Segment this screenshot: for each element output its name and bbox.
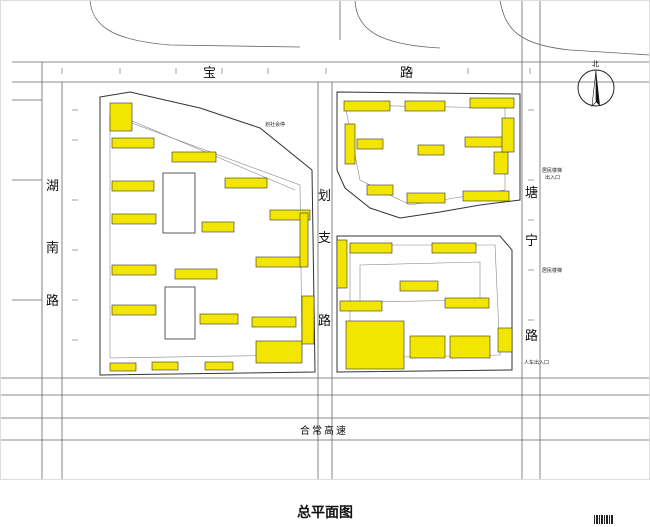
site-boundaries bbox=[99, 91, 521, 376]
road-label-right-3: 路 bbox=[525, 328, 538, 344]
north-arrow-icon: 北 bbox=[577, 60, 615, 107]
road-label-top-2: 路 bbox=[400, 65, 413, 81]
barcode-icon bbox=[594, 515, 614, 524]
entrance-label: 人车出入口 bbox=[524, 359, 549, 366]
road-label-left-3: 路 bbox=[46, 293, 59, 309]
road-label-left-1: 湖 bbox=[46, 179, 59, 194]
north-label: 北 bbox=[592, 60, 599, 68]
road-label-right-1: 塘 bbox=[525, 185, 538, 201]
public-facilities bbox=[162, 172, 196, 340]
plan-note: 划社会停 bbox=[265, 121, 285, 128]
residential-buildings bbox=[109, 97, 515, 372]
legend-label-3: 出入口 bbox=[545, 174, 560, 181]
annotation-ticks bbox=[61, 68, 534, 341]
legend-label-2: 居民楼梯 bbox=[542, 267, 562, 274]
legend-label-1: 居民楼梯 bbox=[542, 167, 562, 174]
page-title: 总平面图 bbox=[297, 505, 353, 521]
road-label-middle-1: 划 bbox=[318, 189, 331, 204]
road-label-left-2: 南 bbox=[46, 240, 59, 256]
site-plan-drawing: 宝 路 湖 南 路 划 支 路 塘 宁 路 合常高速 划社会停 居民楼梯 居民楼… bbox=[0, 0, 650, 480]
road-label-middle-3: 路 bbox=[318, 313, 331, 329]
road-label-right-2: 宁 bbox=[525, 233, 538, 249]
road-label-bottom: 合常高速 bbox=[300, 424, 348, 437]
road-label-middle-2: 支 bbox=[318, 231, 331, 246]
road-label-top-1: 宝 bbox=[203, 66, 216, 81]
road-network bbox=[0, 0, 650, 480]
